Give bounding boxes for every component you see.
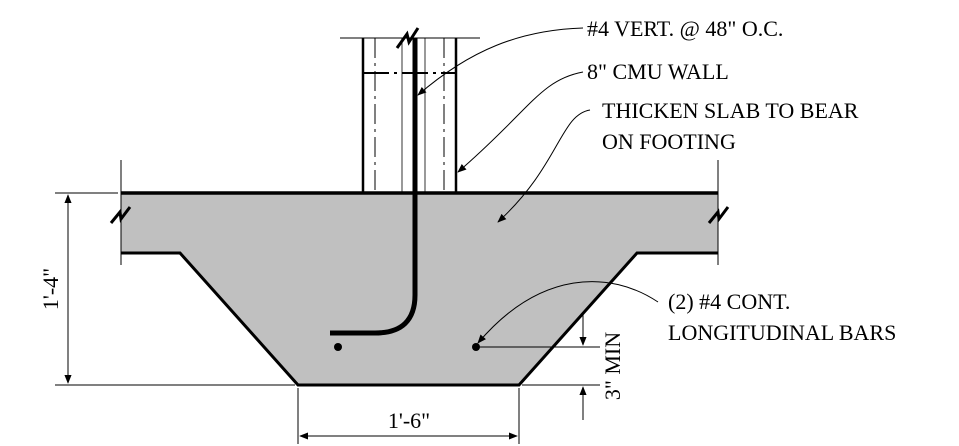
label-vert-bar: #4 VERT. @ 48" O.C.	[587, 16, 783, 41]
break-symbol-left	[109, 206, 132, 224]
dimension-cover-text: 3" MIN	[600, 332, 625, 400]
label-thicken-line1: THICKEN SLAB TO BEAR	[602, 98, 859, 123]
concrete-section	[121, 193, 718, 385]
label-cmu-wall: 8" CMU WALL	[587, 59, 729, 84]
label-long-bars-line2: LONGITUDINAL BARS	[668, 320, 896, 345]
longitudinal-bar-left	[334, 343, 342, 351]
label-thicken-line2: ON FOOTING	[602, 129, 736, 154]
leader-thicken-slab	[497, 109, 591, 223]
leader-cmu-wall	[457, 71, 584, 173]
longitudinal-bar-right	[472, 343, 480, 351]
dimension-width-text: 1'-6"	[388, 408, 430, 433]
footing-bottom-outline	[121, 251, 718, 387]
leader-long-bars	[477, 281, 659, 344]
dimension-depth-text: 1'-4"	[38, 268, 63, 310]
dimension-cover: 3" MIN	[478, 312, 625, 420]
break-symbol-right	[707, 206, 730, 224]
vertical-rebar	[330, 38, 418, 336]
cmu-wall	[340, 27, 480, 193]
leader-vert-bar	[417, 27, 584, 96]
dimension-width: 1'-6"	[297, 388, 520, 444]
dimension-depth: 1'-4"	[38, 192, 295, 386]
label-long-bars-line1: (2) #4 CONT.	[668, 289, 790, 314]
